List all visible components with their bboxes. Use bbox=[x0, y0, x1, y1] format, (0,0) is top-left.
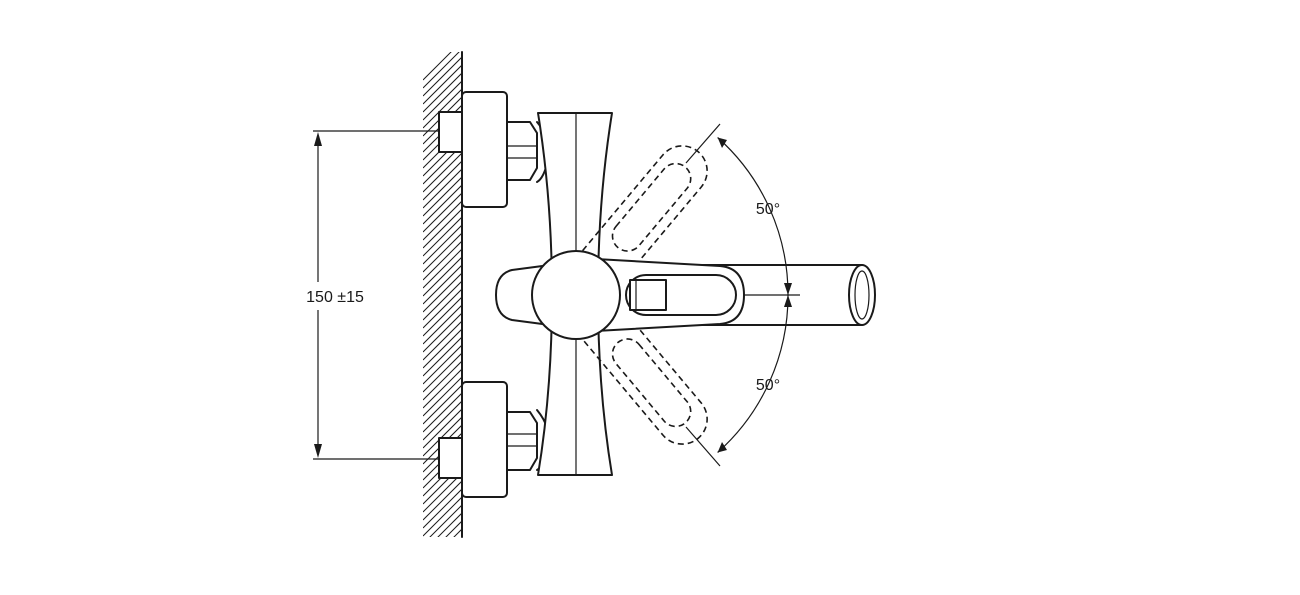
hatch-line bbox=[423, 280, 462, 321]
hatch-line bbox=[423, 184, 462, 225]
cartridge-knob bbox=[531, 250, 621, 340]
hatch-line bbox=[423, 52, 452, 81]
hatch-line bbox=[423, 400, 462, 441]
hatch-line bbox=[423, 216, 462, 257]
cartridge-head bbox=[495, 250, 621, 340]
hatch-line bbox=[423, 152, 462, 193]
lower-wall-connector bbox=[438, 381, 550, 498]
hatch-line bbox=[423, 552, 463, 590]
lower-angle-extension bbox=[685, 426, 721, 467]
hatch-line bbox=[423, 384, 462, 425]
lower-hex-nut bbox=[506, 411, 538, 471]
hatch-line bbox=[423, 200, 462, 241]
hatch-line bbox=[423, 72, 462, 113]
hatch-line bbox=[437, 512, 462, 537]
hatch-line bbox=[429, 504, 462, 537]
hatch-line bbox=[423, 488, 462, 529]
upper-wall-connector bbox=[438, 91, 550, 208]
hatch-line bbox=[423, 64, 462, 105]
spacing-dimension: 150 ±15 bbox=[306, 130, 440, 460]
hatch-line bbox=[423, 56, 462, 97]
hatch-line bbox=[423, 344, 462, 385]
upper-angle-label: 50° bbox=[756, 201, 780, 218]
hatch-line bbox=[461, 536, 462, 537]
hatch-line bbox=[423, 360, 462, 401]
hatch-line bbox=[423, 240, 462, 281]
hatch-line bbox=[423, 256, 462, 297]
upper-hex-nut bbox=[506, 121, 538, 181]
hatch-line bbox=[423, 352, 462, 393]
lower-angle-label: 50° bbox=[756, 377, 780, 394]
hatch-line bbox=[423, 296, 462, 337]
upper-wall-fitting bbox=[438, 111, 464, 153]
upper-angle-arc bbox=[717, 137, 789, 296]
hatch-line bbox=[423, 480, 462, 521]
hatch-line bbox=[423, 208, 462, 249]
hatch-line bbox=[423, 88, 462, 129]
hatch-line bbox=[423, 288, 462, 329]
spout-end bbox=[848, 264, 876, 326]
hatch-line bbox=[423, 160, 462, 201]
lower-lever-position bbox=[569, 289, 708, 445]
hatch-line bbox=[423, 272, 462, 313]
hatch-line bbox=[423, 248, 462, 289]
lower-angle-arc bbox=[717, 294, 789, 453]
hatch-line bbox=[423, 392, 462, 433]
upper-angle-extension bbox=[685, 123, 721, 164]
angle-dimensions: 50° 50° bbox=[685, 123, 800, 467]
hatch-line bbox=[423, 224, 462, 265]
hatch-line bbox=[423, 176, 462, 217]
hatch-line bbox=[423, 496, 462, 537]
upper-flange bbox=[461, 91, 508, 208]
hatch-line bbox=[423, 336, 462, 377]
upper-lever-position bbox=[569, 145, 708, 301]
hatch-line bbox=[423, 416, 462, 457]
hatch-line bbox=[423, 168, 462, 209]
hatch-line bbox=[423, 368, 462, 409]
hatch-line bbox=[423, 320, 462, 361]
hatch-line bbox=[423, 312, 462, 353]
hatch-line bbox=[423, 408, 462, 449]
hatch-line bbox=[453, 528, 462, 537]
hatch-line bbox=[423, 328, 462, 369]
hatch-line bbox=[423, 52, 460, 89]
lower-flange bbox=[461, 381, 508, 498]
dimension-arrow-down bbox=[314, 444, 322, 458]
spacing-dimension-label: 150 ±15 bbox=[306, 289, 364, 306]
hatch-line bbox=[445, 520, 462, 537]
mixer-lever bbox=[577, 257, 745, 333]
dimension-arrow-up bbox=[314, 132, 322, 146]
hatch-line bbox=[423, 80, 462, 121]
lower-wall-fitting bbox=[438, 437, 464, 479]
hatch-line bbox=[423, 264, 462, 305]
hatch-line bbox=[423, 192, 462, 233]
hatch-line bbox=[423, 304, 462, 345]
hatch-line bbox=[423, 232, 462, 273]
hatch-line bbox=[423, 544, 463, 584]
hatch-line bbox=[423, 376, 462, 417]
